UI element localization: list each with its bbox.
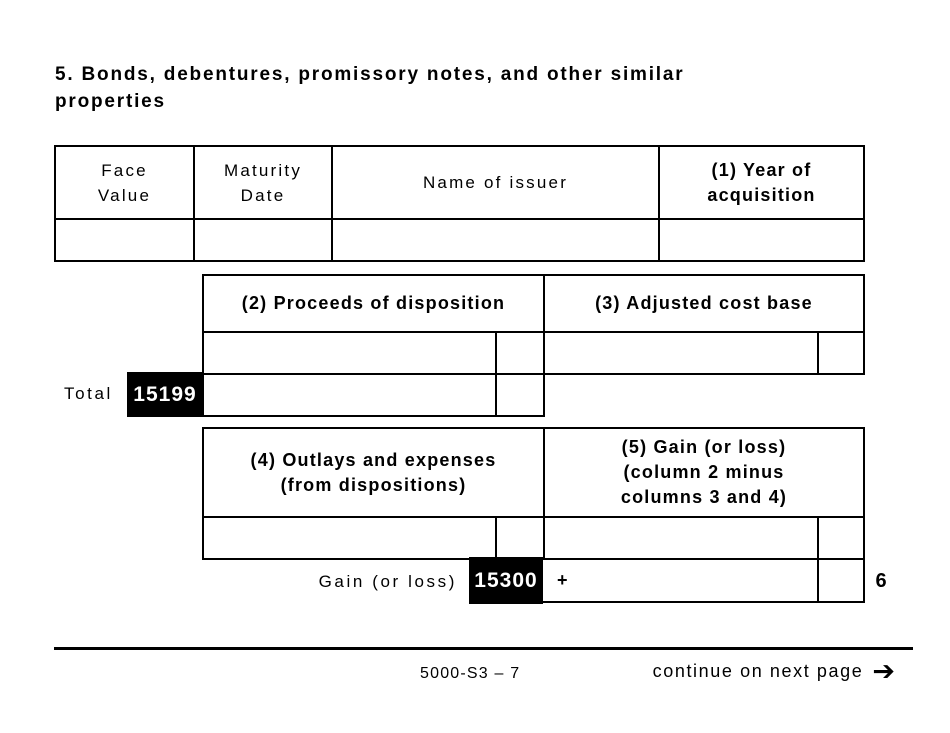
footer-divider xyxy=(54,647,913,650)
year-acquisition-field[interactable] xyxy=(660,220,863,260)
gain-cents-field[interactable] xyxy=(819,518,863,558)
issuer-table: Face Value Maturity Date Name of issuer … xyxy=(54,145,865,262)
header-year-acquisition: (1) Year of acquisition xyxy=(660,147,863,218)
total-dollars-field[interactable] xyxy=(204,375,495,415)
continue-on-next-page: continue on next page ➔ xyxy=(653,658,895,685)
proceeds-header-row: (2) Proceeds of disposition (3) Adjusted… xyxy=(202,274,865,333)
name-of-issuer-field[interactable] xyxy=(333,220,658,260)
plus-sign: + xyxy=(557,570,568,590)
total-row xyxy=(202,373,545,417)
total-label: Total xyxy=(64,384,113,403)
cost-base-cents-field[interactable] xyxy=(819,333,863,373)
maturity-date-field[interactable] xyxy=(195,220,331,260)
gain-dollars-field[interactable] xyxy=(545,518,817,558)
line-15300-code-box: 15300 xyxy=(469,557,543,604)
outlays-cents-field[interactable] xyxy=(497,518,543,558)
footer-page-code: 5000-S3 – 7 xyxy=(420,665,521,682)
right-arrow-icon: ➔ xyxy=(872,656,895,687)
outlays-entry-row xyxy=(202,516,865,560)
continue-label: continue on next page xyxy=(652,661,864,681)
header-maturity-date: Maturity Date xyxy=(195,147,331,218)
gain-or-loss-label: Gain (or loss) xyxy=(318,572,457,591)
gain-total-dollars-field[interactable]: + xyxy=(543,560,817,601)
total-cents-field[interactable] xyxy=(497,375,543,415)
face-value-field[interactable] xyxy=(56,220,193,260)
outlays-header-row: (4) Outlays and expenses (from dispositi… xyxy=(202,427,865,518)
cost-base-dollars-field[interactable] xyxy=(545,333,817,373)
header-proceeds-of-disposition: (2) Proceeds of disposition xyxy=(204,276,543,331)
line-ref-6: 6 xyxy=(875,570,887,592)
header-name-of-issuer: Name of issuer xyxy=(333,147,658,218)
section-title: 5. Bonds, debentures, promissory notes, … xyxy=(55,64,685,112)
gain-total-row: + xyxy=(541,558,865,603)
gain-total-cents-field[interactable] xyxy=(819,560,863,601)
header-gain-or-loss: (5) Gain (or loss) (column 2 minus colum… xyxy=(545,429,863,516)
outlays-dollars-field[interactable] xyxy=(204,518,495,558)
line-15199-code-box: 15199 xyxy=(127,372,203,417)
proceeds-dollars-field[interactable] xyxy=(204,333,495,373)
proceeds-entry-row xyxy=(202,331,865,375)
header-adjusted-cost-base: (3) Adjusted cost base xyxy=(545,276,863,331)
header-outlays-and-expenses: (4) Outlays and expenses (from dispositi… xyxy=(204,429,543,516)
header-face-value: Face Value xyxy=(56,147,193,218)
proceeds-cents-field[interactable] xyxy=(497,333,543,373)
